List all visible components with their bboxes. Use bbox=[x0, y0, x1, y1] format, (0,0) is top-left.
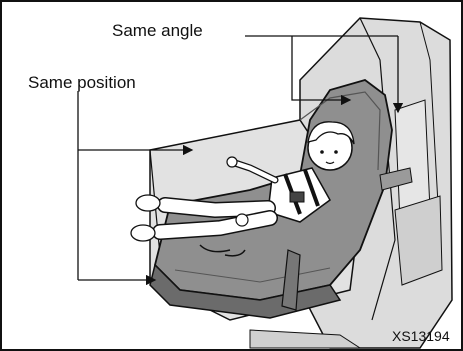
same-angle-label: Same angle bbox=[110, 22, 205, 39]
same-position-label: Same position bbox=[26, 74, 138, 91]
figure-code: XS13194 bbox=[392, 329, 450, 343]
